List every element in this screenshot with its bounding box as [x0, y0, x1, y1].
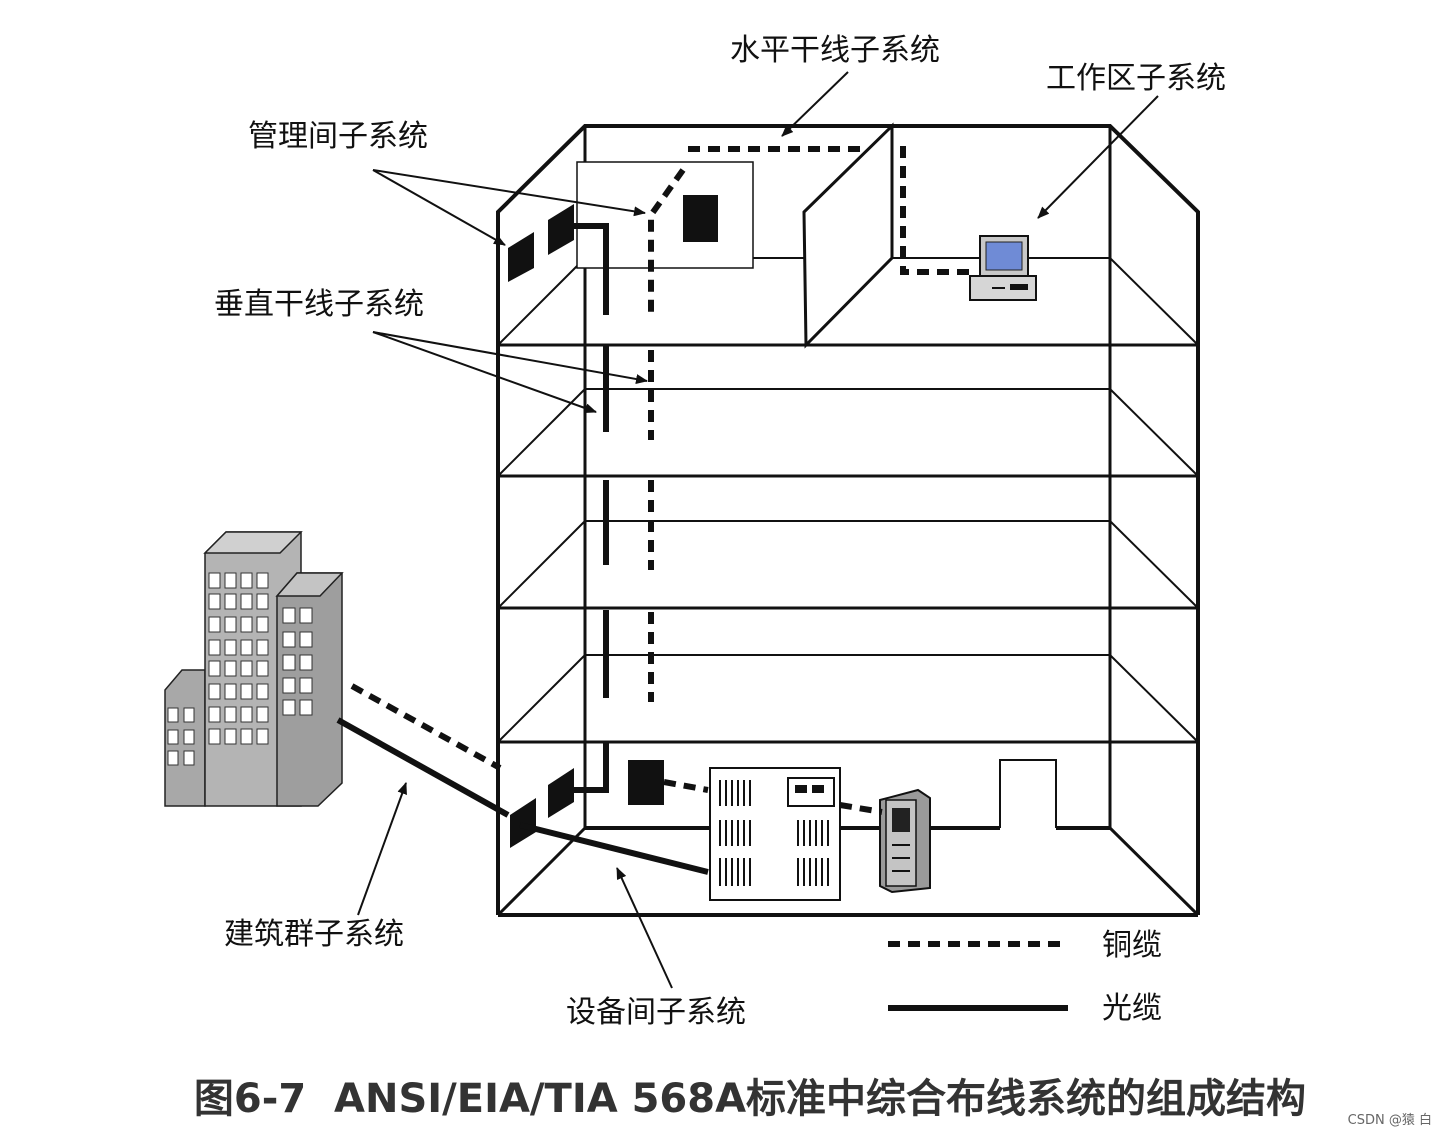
- vertical-copper-cable: [648, 168, 686, 702]
- label-horizontal-trunk: 水平干线子系统: [730, 33, 940, 68]
- pointer-arrows: [357, 71, 1159, 989]
- distribution-frame-icon: [709, 767, 841, 901]
- wall-outlet-icon: [548, 768, 574, 818]
- campus-copper-cable: [350, 683, 502, 771]
- legend: 铜缆 光缆: [888, 928, 1162, 1026]
- watermark: CSDN @猿 白: [1348, 1112, 1432, 1128]
- equipment-box-icon: [628, 760, 664, 805]
- wall-outlet-icon: [548, 204, 574, 255]
- legend-fiber-label: 光缆: [1102, 991, 1162, 1026]
- campus-fiber-cable: [336, 717, 510, 818]
- management-room-panel: [576, 161, 754, 269]
- wall-outlet-icon: [508, 232, 534, 282]
- label-work-area: 工作区子系统: [1046, 61, 1226, 96]
- legend-copper-label: 铜缆: [1102, 928, 1162, 963]
- label-management-room: 管理间子系统: [248, 119, 428, 154]
- label-equipment-room: 设备间子系统: [566, 995, 746, 1030]
- patch-panel-icon: [683, 195, 718, 242]
- equipment-copper-cable: [663, 779, 883, 815]
- figure-caption: 图6-7 ANSI/EIA/TIA 568A标准中综合布线系统的组成结构: [194, 1076, 1306, 1122]
- server-tower-icon: [879, 788, 931, 894]
- computer-icon: [969, 235, 1037, 301]
- horizontal-copper-cable: [688, 146, 975, 275]
- campus-building-icon: [164, 531, 344, 807]
- label-vertical-trunk: 垂直干线子系统: [214, 287, 424, 322]
- label-building-group: 建筑群子系统: [224, 917, 404, 952]
- vertical-fiber-cable: [562, 223, 609, 793]
- equipment-fiber-cable: [519, 822, 709, 875]
